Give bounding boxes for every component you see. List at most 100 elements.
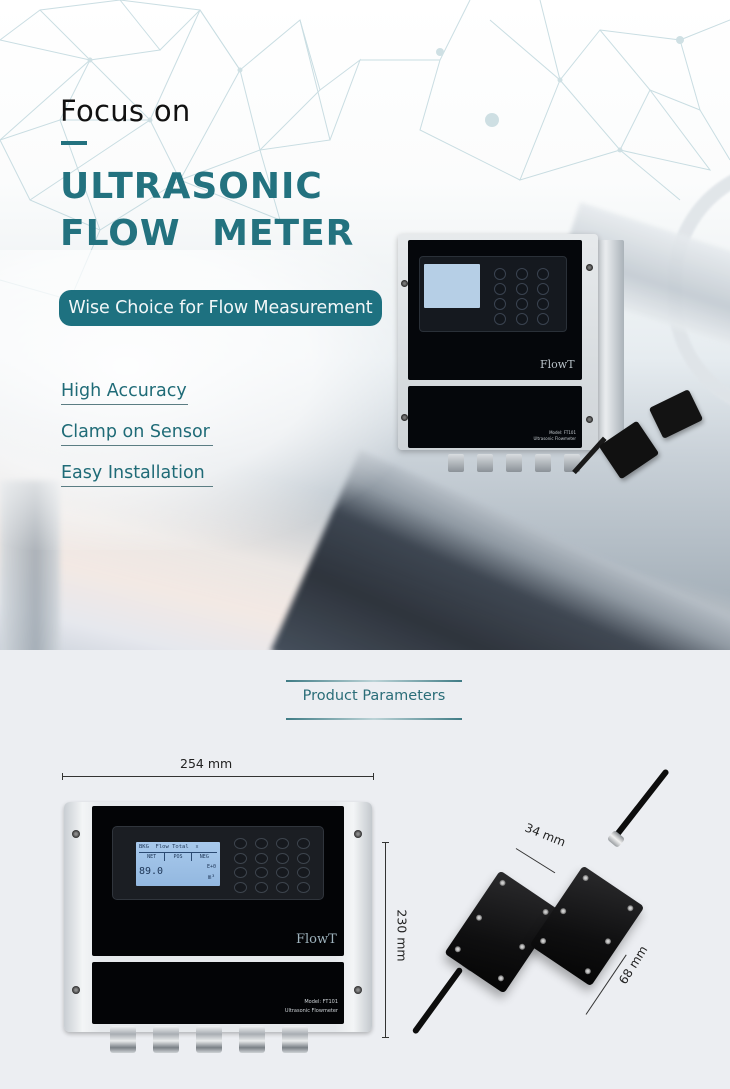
- screw-icon: [586, 416, 593, 423]
- screw-icon: [401, 280, 408, 287]
- screw-icon: [586, 264, 593, 271]
- clamp-sensor-image: [648, 389, 704, 439]
- keypad: [494, 268, 556, 325]
- screw-icon: [559, 907, 568, 916]
- lcd-tab: NET: [139, 853, 166, 861]
- screw-icon: [626, 904, 635, 913]
- keypad-key: [494, 298, 506, 310]
- sensor-length-label: 68 mm: [616, 943, 651, 987]
- brand-logo: FlowT: [296, 932, 337, 947]
- cable-gland: [282, 1026, 308, 1053]
- keypad-key: [515, 313, 528, 325]
- hero-title-line-2: FLOW METER: [60, 213, 355, 254]
- meter-lower-panel: [92, 962, 344, 1024]
- keypad-key: [255, 838, 268, 849]
- screw-icon: [72, 830, 80, 838]
- lcd-unit: m³: [207, 874, 215, 881]
- hero-banner: Focus on ULTRASONIC FLOW METER Wise Choi…: [0, 0, 730, 650]
- lcd-header: BKG Flow Total ¤: [139, 844, 199, 850]
- keypad-key: [255, 852, 268, 864]
- product-text: Ultrasonic Flowmeter: [533, 436, 576, 441]
- keypad-key: [255, 867, 268, 878]
- cable-gland: [239, 1026, 265, 1053]
- screw-icon: [581, 873, 590, 883]
- meter-body: FlowT Model: FT101 Ultrasonic Flowmeter: [398, 234, 598, 450]
- feature-high-accuracy: High Accuracy: [61, 381, 188, 405]
- keypad-key: [276, 867, 289, 878]
- sensor-cable: [411, 966, 464, 1035]
- meter-width-label: 254 mm: [180, 756, 233, 771]
- cable-gland: [535, 454, 551, 472]
- feature-easy-installation: Easy Installation: [61, 463, 213, 487]
- brand-logo: FlowT: [540, 358, 575, 371]
- keypad-key: [276, 852, 289, 864]
- keypad: [234, 838, 314, 894]
- lcd-screen: BKG Flow Total ¤ NET POS NEG 89.0 E+0 m³: [136, 842, 220, 886]
- lcd-tabs: NET POS NEG: [139, 852, 217, 861]
- flow-meter-dimension-image: BKG Flow Total ¤ NET POS NEG 89.0 E+0 m³…: [64, 802, 372, 1053]
- title-divider-top: [286, 680, 462, 682]
- screw-icon: [474, 913, 484, 922]
- screw-icon: [401, 414, 408, 421]
- cable-gland: [153, 1026, 179, 1053]
- lcd-exponent: E+0: [206, 864, 216, 870]
- keypad-key: [494, 313, 506, 325]
- keypad-key: [234, 838, 247, 849]
- meter-height-dimension-line: [382, 842, 389, 1038]
- keypad-key: [537, 313, 550, 325]
- sensor-width-label: 34 mm: [522, 820, 568, 850]
- lcd-tab: NEG: [199, 854, 209, 860]
- keypad-key: [276, 881, 289, 893]
- cable-glands: [110, 1026, 330, 1056]
- screw-icon: [518, 942, 527, 951]
- model-label: Model: FT101 Ultrasonic Flowmeter: [244, 998, 338, 1016]
- model-text: Model: FT101: [304, 999, 338, 1005]
- keypad-key: [494, 283, 506, 295]
- screw-icon: [354, 830, 362, 838]
- cable-gland: [477, 454, 493, 472]
- model-text: Model: FT101: [549, 430, 576, 435]
- meter-width-dimension-line: [62, 773, 374, 780]
- screw-icon: [72, 986, 80, 994]
- keypad-key: [234, 852, 247, 864]
- keypad-key: [297, 838, 310, 849]
- feature-clamp-on-sensor: Clamp on Sensor: [61, 422, 213, 446]
- cable-gland: [110, 1026, 136, 1053]
- model-label: Model: FT101 Ultrasonic Flowmeter: [522, 430, 576, 442]
- keypad-key: [537, 283, 550, 295]
- network-pattern-decoration: [0, 0, 730, 321]
- screw-icon: [496, 974, 506, 983]
- keypad-key: [234, 867, 247, 878]
- screw-icon: [453, 945, 462, 954]
- lcd-value: 89.0: [139, 866, 164, 877]
- keypad-key: [297, 852, 310, 864]
- keypad-key: [515, 298, 528, 310]
- meter-height-label: 230 mm: [394, 909, 410, 962]
- product-parameters-section: Product Parameters 254 mm BKG Flow Total…: [0, 650, 730, 1089]
- cable-gland: [606, 829, 626, 849]
- keypad-key: [276, 838, 289, 849]
- keypad-key: [297, 881, 310, 893]
- accent-dash: [61, 141, 87, 145]
- screw-icon: [498, 878, 507, 888]
- keypad-key: [515, 283, 528, 295]
- keypad-key: [255, 881, 268, 893]
- keypad-key: [297, 867, 310, 878]
- hero-eyebrow: Focus on: [60, 94, 191, 128]
- cable-glands: [448, 454, 588, 480]
- meter-body: BKG Flow Total ¤ NET POS NEG 89.0 E+0 m³…: [64, 802, 372, 1032]
- screw-icon: [354, 986, 362, 994]
- sensor-cable: [609, 768, 670, 843]
- screw-icon: [538, 936, 548, 946]
- lcd-screen: [424, 264, 480, 308]
- flow-meter-product-image: FlowT Model: FT101 Ultrasonic Flowmeter: [398, 234, 624, 450]
- keypad-key: [537, 268, 550, 280]
- cable-gland: [506, 454, 522, 472]
- keypad-key: [537, 298, 550, 310]
- title-divider-bottom: [286, 718, 462, 720]
- sensor-width-dimension-line: [515, 848, 556, 874]
- lcd-tab: POS: [165, 853, 192, 861]
- tagline-badge: Wise Choice for Flow Measurement: [59, 290, 382, 326]
- screw-icon: [603, 937, 613, 946]
- meter-side-panel: [594, 240, 624, 446]
